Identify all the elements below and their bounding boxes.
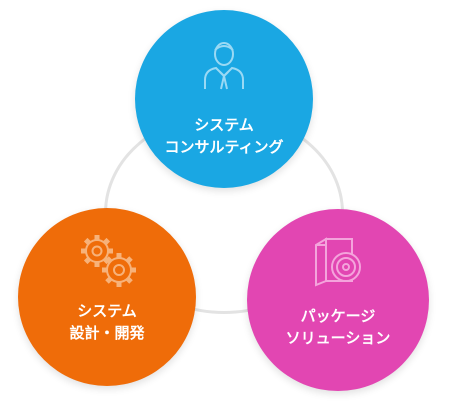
node-package-solution: パッケージ ソリューション	[247, 209, 429, 391]
gears-icon	[75, 230, 139, 294]
consulting-label-line2: コンサルティング	[164, 138, 284, 156]
node-system-consulting: システム コンサルティング	[135, 10, 313, 188]
consulting-label-line1: システム	[194, 116, 254, 134]
package-label-line2: ソリューション	[285, 329, 391, 347]
software-package-icon	[312, 235, 364, 291]
package-label: パッケージ ソリューション	[247, 305, 429, 349]
package-label-line1: パッケージ	[300, 307, 376, 325]
design-label: システム 設計・開発	[18, 300, 196, 344]
businessman-icon	[203, 40, 245, 94]
consulting-label: システム コンサルティング	[135, 114, 313, 158]
design-label-line1: システム	[77, 302, 137, 320]
node-system-design: システム 設計・開発	[18, 208, 196, 386]
design-label-line2: 設計・開発	[69, 324, 145, 342]
